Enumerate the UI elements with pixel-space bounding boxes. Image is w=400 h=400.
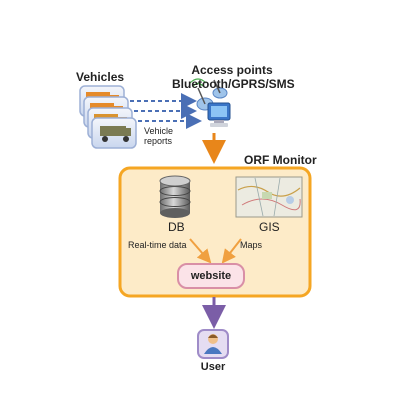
vehicle-reports-line2: reports <box>144 136 173 146</box>
website-box <box>177 263 245 289</box>
access-points-title: Access points Bluetooth/GPRS/SMS <box>172 63 295 91</box>
vehicle-reports-line1: Vehicle <box>144 126 174 136</box>
vehicles-group <box>79 85 137 149</box>
access-points-line1: Access points <box>191 63 273 77</box>
user-label: User <box>200 361 226 373</box>
vehicles-label: Vehicles <box>76 70 125 84</box>
access-points-line2: Bluetooth/GPRS/SMS <box>172 77 295 91</box>
map-icon <box>235 176 303 218</box>
gis-label: GIS <box>259 220 280 234</box>
vehicle-reports-label: Vehicle reports <box>144 126 173 146</box>
monitor-icon <box>207 102 231 127</box>
maps-label: Maps <box>240 240 263 250</box>
realtime-data-label: Real-time data <box>128 240 187 250</box>
antenna-icon <box>189 78 228 111</box>
orf-monitor-label: ORF Monitor <box>244 153 317 167</box>
flow-arrow <box>221 238 242 264</box>
db-label: DB <box>168 220 185 234</box>
truck-icon <box>91 117 137 149</box>
database-icon <box>159 175 191 218</box>
flow-arrow <box>189 238 212 264</box>
user-icon <box>197 329 229 359</box>
website-label: website <box>190 270 232 282</box>
